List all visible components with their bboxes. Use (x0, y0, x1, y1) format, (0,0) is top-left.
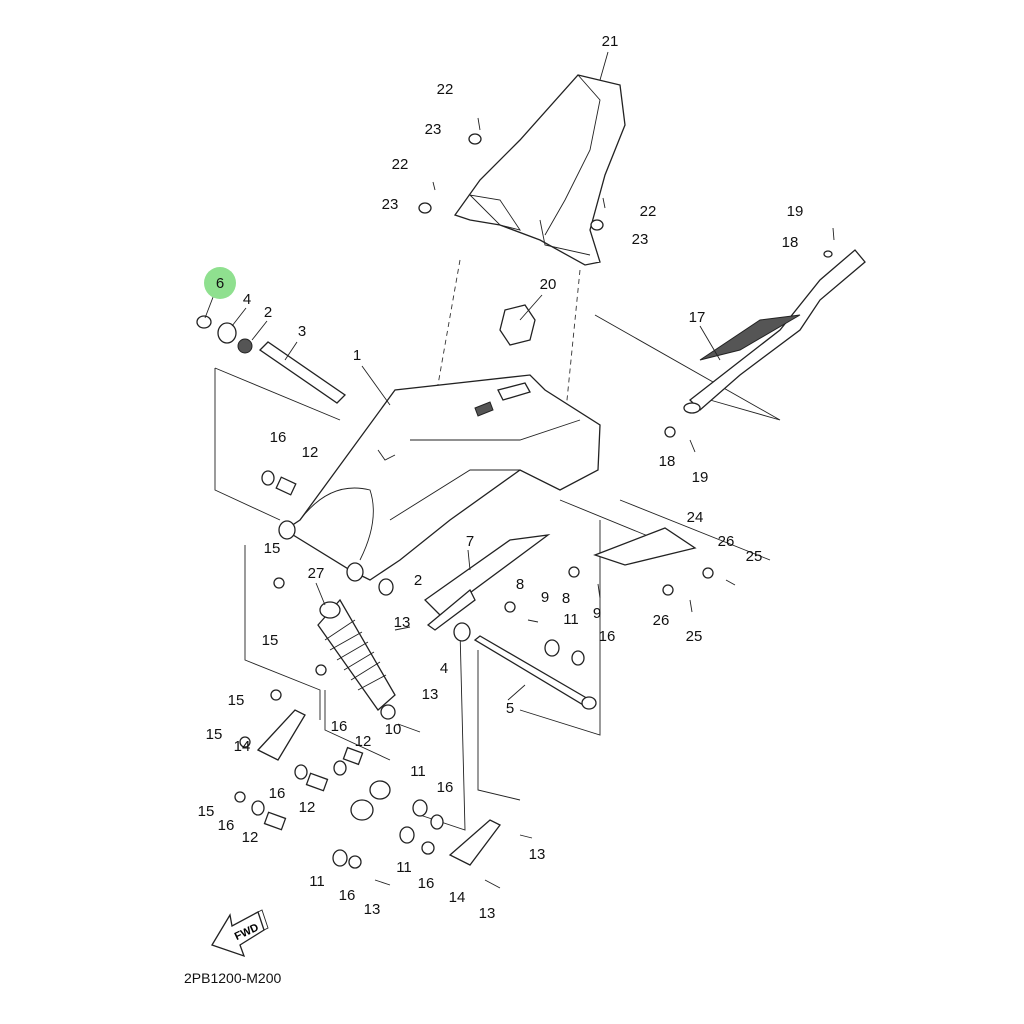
callout-15: 15 (228, 692, 245, 709)
callout-15: 15 (262, 632, 279, 649)
callout-21: 21 (602, 33, 619, 50)
callout-2: 2 (414, 572, 422, 589)
callout-4: 4 (243, 291, 251, 308)
callout-16: 16 (270, 429, 287, 446)
callout-18: 18 (659, 453, 676, 470)
callout-15: 15 (264, 540, 281, 557)
callout-15: 15 (206, 726, 223, 743)
callout-23: 23 (382, 196, 399, 213)
callout-16: 16 (339, 887, 356, 904)
callout-10: 10 (385, 721, 402, 738)
callout-19: 19 (787, 203, 804, 220)
guide-lines (214, 259, 781, 831)
callout-22: 22 (640, 203, 657, 220)
callout-23: 23 (632, 231, 649, 248)
callout-11: 11 (309, 873, 325, 890)
callout-20: 20 (540, 276, 557, 293)
callout-18: 18 (782, 234, 799, 251)
callout-16: 16 (331, 718, 348, 735)
callout-11: 11 (396, 859, 412, 876)
callout-22: 22 (437, 81, 454, 98)
callout-16: 16 (218, 817, 235, 834)
callout-17: 17 (689, 309, 706, 326)
drawing-code: 2PB1200-M200 (184, 970, 282, 986)
callout-13: 13 (529, 846, 546, 863)
callout-5: 5 (506, 700, 514, 717)
chain-case (683, 249, 866, 414)
rear-fender (453, 74, 626, 266)
callout-2: 2 (264, 304, 272, 321)
callout-1: 1 (353, 347, 361, 364)
callout-19: 19 (692, 469, 709, 486)
callout-24: 24 (687, 509, 704, 526)
callout-16: 16 (599, 628, 616, 645)
callout-16: 16 (437, 779, 454, 796)
callout-14: 14 (234, 738, 251, 755)
callout-25: 25 (686, 628, 703, 645)
small-parts (234, 117, 835, 889)
callout-16: 16 (269, 785, 286, 802)
callout-9: 9 (541, 589, 549, 606)
callout-26: 26 (718, 533, 735, 550)
callout-9: 9 (593, 605, 601, 622)
callout-4: 4 (440, 660, 448, 677)
highlight-marker (204, 267, 236, 299)
callout-12: 12 (355, 733, 372, 750)
relay-arms (256, 709, 501, 866)
chain-guard-bracket (593, 527, 697, 566)
callout-25: 25 (746, 548, 763, 565)
rear-shock (317, 598, 396, 720)
leader-lines (204, 51, 721, 701)
callout-8: 8 (516, 576, 524, 593)
callout-7: 7 (466, 533, 474, 550)
callout-12: 12 (242, 829, 259, 846)
callout-15: 15 (198, 803, 215, 820)
callout-14: 14 (449, 889, 466, 906)
swingarm (278, 374, 601, 582)
shaft-bolt (453, 622, 597, 710)
chain-guide (423, 534, 551, 631)
fwd-arrow-icon: FWD (211, 909, 269, 958)
callout-3: 3 (298, 323, 306, 340)
callout-11: 11 (410, 763, 426, 780)
callout-23: 23 (425, 121, 442, 138)
callout-11: 11 (563, 611, 579, 628)
callout-13: 13 (364, 901, 381, 918)
callout-13: 13 (422, 686, 439, 703)
callout-12: 12 (302, 444, 319, 461)
callout-13: 13 (394, 614, 411, 631)
callout-27: 27 (308, 565, 325, 582)
callout-12: 12 (299, 799, 316, 816)
pivot-shaft (196, 315, 347, 404)
callout-13: 13 (479, 905, 496, 922)
callout-8: 8 (562, 590, 570, 607)
callout-16: 16 (418, 875, 435, 892)
callout-26: 26 (653, 612, 670, 629)
callout-22: 22 (392, 156, 409, 173)
callout-6: 6 (216, 275, 224, 292)
